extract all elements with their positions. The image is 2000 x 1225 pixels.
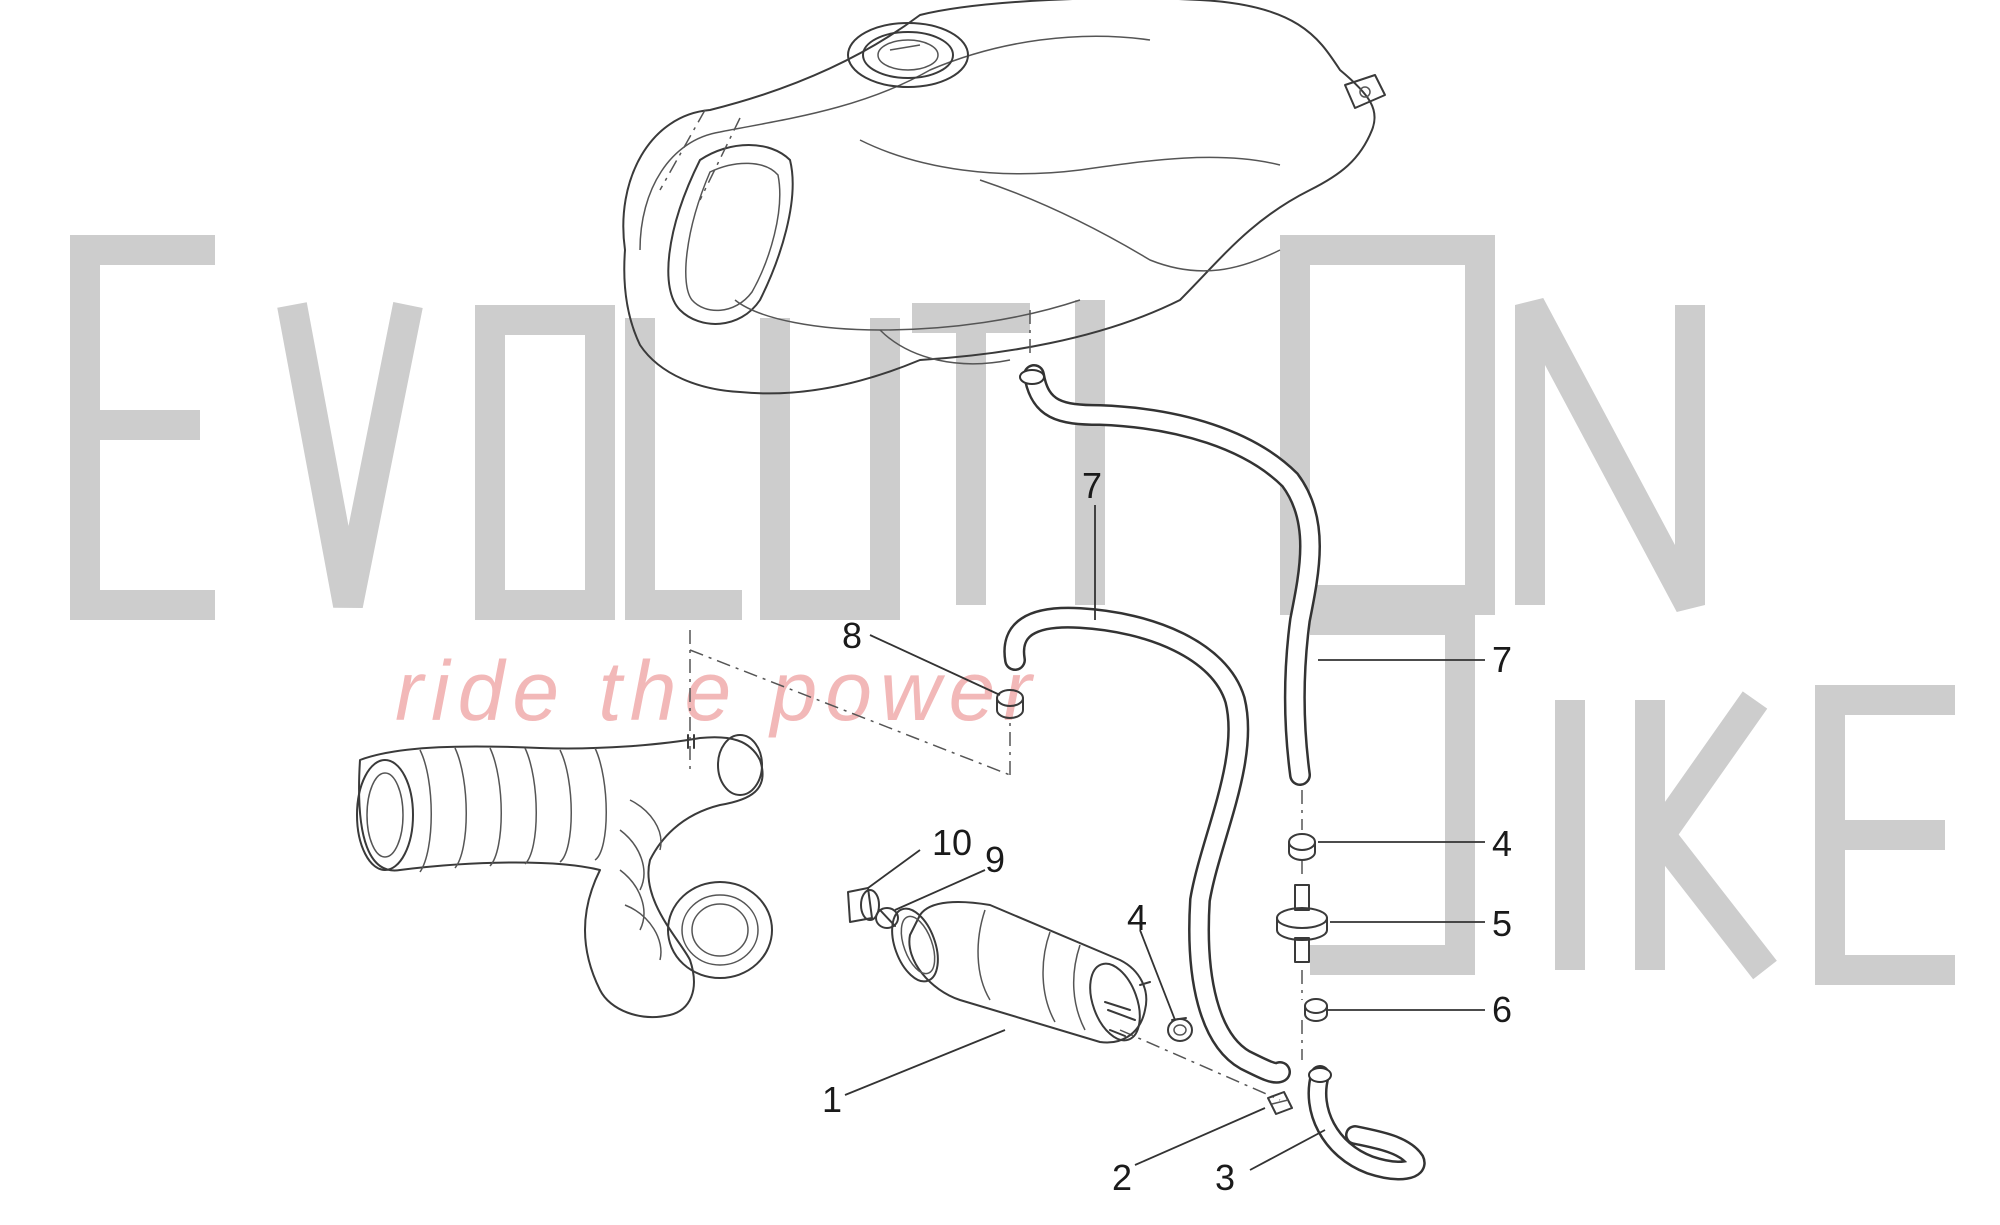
callout-7-upper: 7 xyxy=(1082,465,1102,506)
watermark-letter xyxy=(1280,235,1495,615)
cap-10 xyxy=(847,887,880,923)
watermark-letter xyxy=(70,235,215,620)
callout-4-right: 4 xyxy=(1492,823,1512,864)
callout-4-left: 4 xyxy=(1127,897,1147,938)
watermark-letter xyxy=(1310,605,1475,975)
watermark-letter xyxy=(1635,691,1777,980)
air-intake-duct xyxy=(356,734,773,1019)
callout-7-right: 7 xyxy=(1492,639,1512,680)
callout-9: 9 xyxy=(985,839,1005,880)
watermark-letter xyxy=(912,303,1030,605)
clip-9 xyxy=(875,907,899,929)
watermark-letter xyxy=(277,302,423,608)
callout-6: 6 xyxy=(1492,989,1512,1030)
hose-7-right xyxy=(1019,364,1321,786)
watermark-letter xyxy=(1815,685,1955,985)
clamp-4-right xyxy=(1288,833,1316,861)
fuel-tank xyxy=(622,0,1386,395)
fitting-2 xyxy=(1267,1091,1293,1115)
callout-10: 10 xyxy=(932,822,972,863)
hose-7-left xyxy=(1003,606,1291,1084)
leader-lines xyxy=(844,505,1485,1171)
hose-3 xyxy=(1307,1065,1426,1181)
watermark-letter xyxy=(475,305,615,620)
callout-8: 8 xyxy=(842,615,862,656)
callout-3: 3 xyxy=(1215,1157,1235,1198)
valve-5 xyxy=(1276,884,1328,963)
callout-labels: 7 7 8 4 5 6 4 1 2 3 9 10 xyxy=(822,465,1512,1198)
evolution-bike-watermark: ride the power xyxy=(70,235,1955,985)
clamp-6 xyxy=(1304,998,1328,1022)
watermark-letter xyxy=(760,318,900,620)
assembly-line xyxy=(1119,1029,1281,1101)
charcoal-canister-1 xyxy=(891,901,1151,1044)
callout-1: 1 xyxy=(822,1079,842,1120)
tagline: ride the power xyxy=(395,644,1039,738)
clamp-4-left xyxy=(1167,1017,1193,1042)
clamp-8 xyxy=(996,689,1024,719)
callout-5: 5 xyxy=(1492,903,1512,944)
watermark-letter xyxy=(1515,297,1705,613)
watermark-letter xyxy=(625,318,742,620)
assembly-line xyxy=(689,630,1011,776)
callout-2: 2 xyxy=(1112,1157,1132,1198)
